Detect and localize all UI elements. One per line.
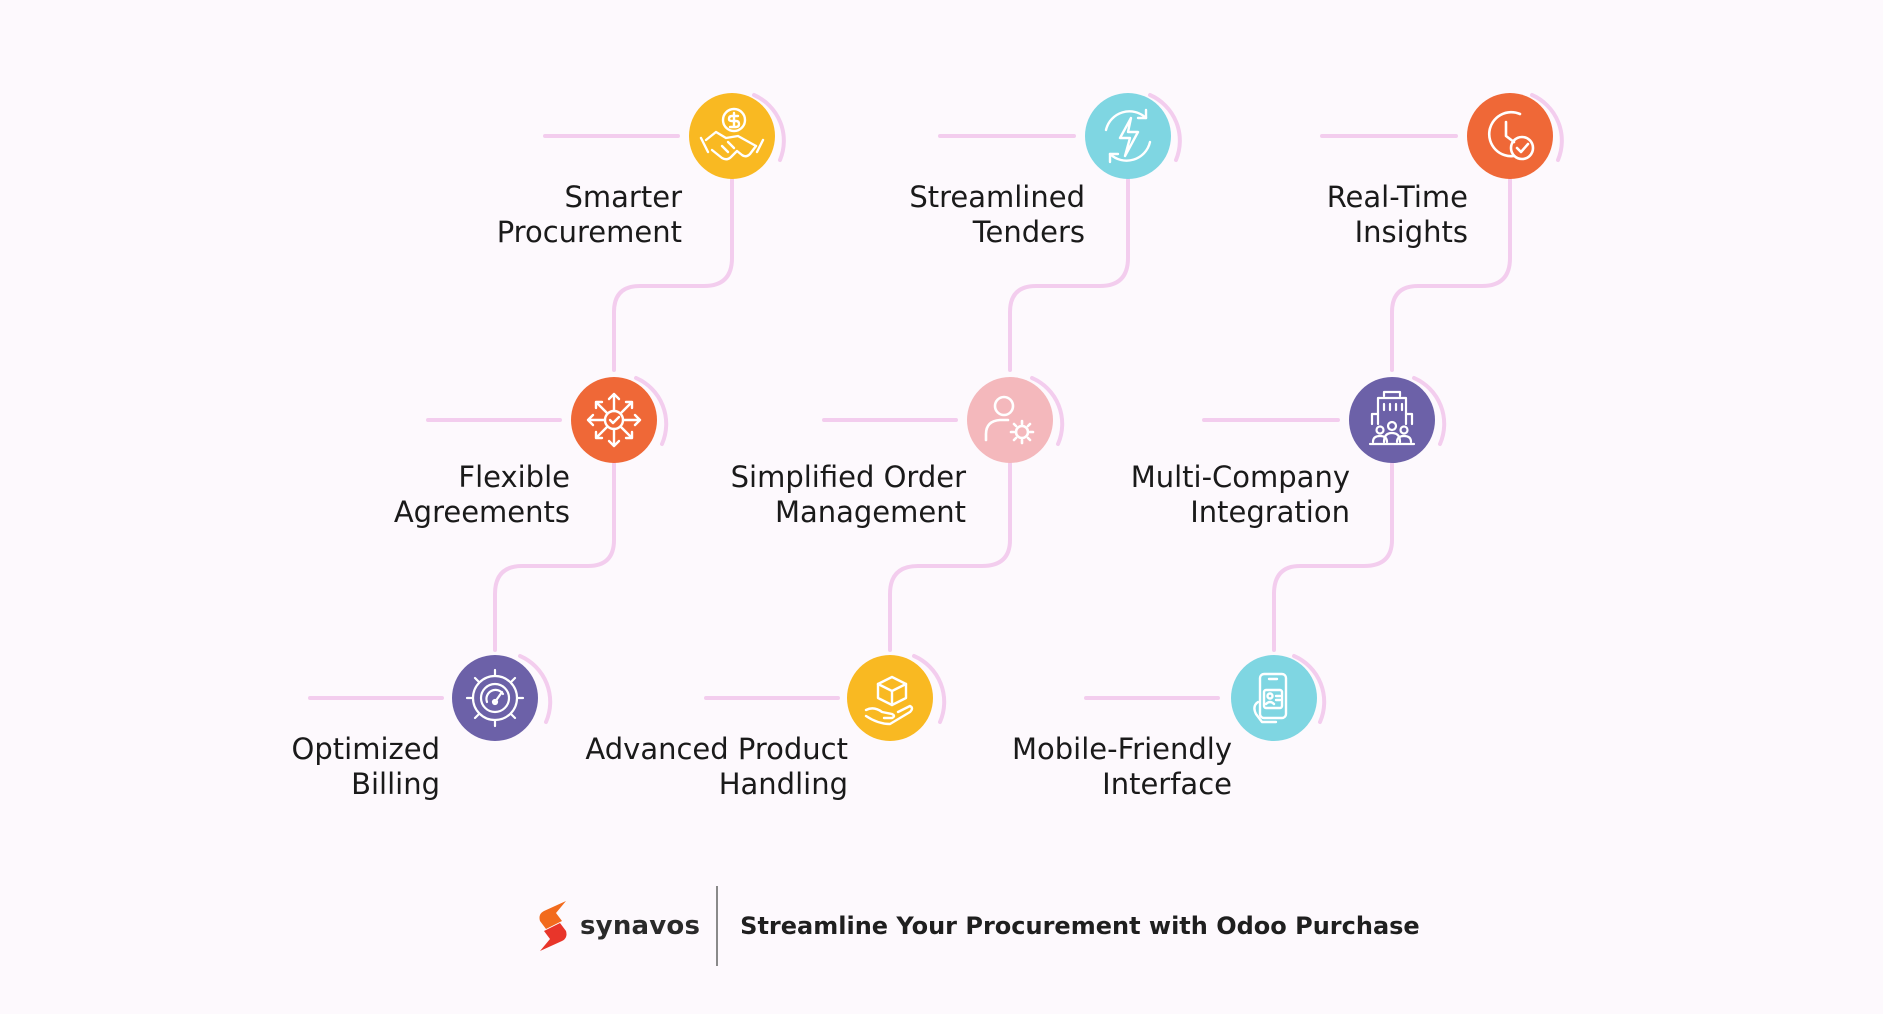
node-mobile-friendly xyxy=(1231,655,1317,741)
feature-label-line1: Multi-Company xyxy=(1130,460,1350,494)
node-simplified-order xyxy=(967,377,1053,463)
feature-label-line1: Flexible xyxy=(458,460,570,494)
feature-label-line2: Procurement xyxy=(496,215,682,249)
handshake-dollar-icon xyxy=(699,107,765,161)
node-circle xyxy=(1085,93,1171,179)
feature-label-line2: Handling xyxy=(718,767,848,801)
feature-label-line1: Real-Time xyxy=(1326,180,1468,214)
node-circle xyxy=(452,655,538,741)
node-circle xyxy=(1231,655,1317,741)
arrows-expand-icon xyxy=(586,392,642,448)
feature-label-line1: Optimized xyxy=(291,732,440,766)
mobile-document-icon xyxy=(1253,672,1288,724)
connector-smarter-procurement xyxy=(543,93,786,372)
user-gear-icon xyxy=(984,395,1035,445)
feature-label-smarter-procurement: Smarter Procurement xyxy=(342,180,682,250)
node-circle xyxy=(1467,93,1553,179)
feature-label-line2: Agreements xyxy=(393,495,570,529)
connector-streamlined-tenders xyxy=(938,93,1182,372)
feature-label-line1: Advanced Product xyxy=(585,732,848,766)
feature-label-line2: Insights xyxy=(1354,215,1468,249)
feature-label-line1: Streamlined xyxy=(909,180,1085,214)
footer: synavos Streamline Your Procurement with… xyxy=(536,884,1420,968)
feature-label-advanced-product: Advanced Product Handling xyxy=(508,732,848,802)
connector-optimized-billing xyxy=(308,654,553,724)
connector-flexible-agreements xyxy=(426,376,669,652)
connector-advanced-product xyxy=(704,654,947,724)
connector-multi-company xyxy=(1202,376,1447,652)
node-circle xyxy=(847,655,933,741)
connector-simplified-order xyxy=(822,376,1065,652)
feature-label-line1: Simplified Order xyxy=(730,460,966,494)
feature-label-simplified-order: Simplified Order Management xyxy=(626,460,966,530)
node-multi-company xyxy=(1349,377,1435,463)
node-flexible-agreements xyxy=(571,377,657,463)
node-circle xyxy=(967,377,1053,463)
node-circle xyxy=(571,377,657,463)
node-smarter-procurement xyxy=(689,93,775,179)
node-real-time-insights xyxy=(1467,93,1553,179)
feature-label-line2: Integration xyxy=(1190,495,1350,529)
footer-divider xyxy=(716,886,719,966)
feature-label-streamlined-tenders: Streamlined Tenders xyxy=(745,180,1085,250)
feature-label-flexible-agreements: Flexible Agreements xyxy=(230,460,570,530)
feature-label-line2: Management xyxy=(774,495,966,529)
clock-check-icon xyxy=(1487,110,1535,161)
node-advanced-product xyxy=(847,655,933,741)
feature-label-line1: Smarter xyxy=(564,180,683,214)
feature-label-line2: Billing xyxy=(351,767,440,801)
connector-real-time-insights xyxy=(1320,93,1564,372)
lightning-cycle-icon xyxy=(1104,108,1152,164)
tagline: Streamline Your Procurement with Odoo Pu… xyxy=(740,912,1420,940)
feature-label-multi-company: Multi-Company Integration xyxy=(1010,460,1350,530)
feature-label-line1: Mobile-Friendly xyxy=(1012,732,1232,766)
hand-box-icon xyxy=(864,675,914,726)
brand-name: synavos xyxy=(580,911,701,941)
node-optimized-billing xyxy=(452,655,538,741)
connector-mobile-friendly xyxy=(1084,654,1327,724)
building-people-icon xyxy=(1368,390,1416,446)
brand: synavos xyxy=(536,899,700,953)
gauge-gear-icon xyxy=(465,668,525,728)
feature-label-line2: Tenders xyxy=(972,215,1085,249)
feature-label-real-time-insights: Real-Time Insights xyxy=(1128,180,1468,250)
feature-label-optimized-billing: Optimized Billing xyxy=(100,732,440,802)
feature-label-mobile-friendly: Mobile-Friendly Interface xyxy=(892,732,1232,802)
node-streamlined-tenders xyxy=(1085,93,1171,179)
node-circle xyxy=(1349,377,1435,463)
feature-label-line2: Interface xyxy=(1102,767,1232,801)
synavos-logo-icon xyxy=(539,901,567,951)
